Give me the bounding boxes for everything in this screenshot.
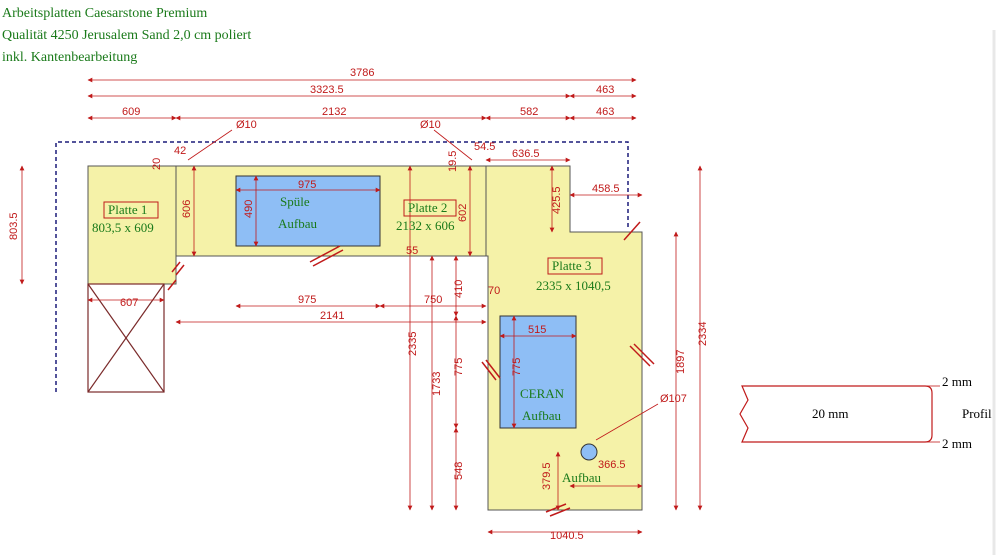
dim-548: 548 bbox=[453, 462, 465, 480]
dia-10-right: Ø10 bbox=[420, 119, 441, 131]
dim-1897: 1897 bbox=[675, 350, 687, 374]
dim-458-5: 458.5 bbox=[592, 183, 620, 195]
dim-2334: 2334 bbox=[697, 322, 709, 346]
dim-20: 20 bbox=[151, 158, 163, 170]
dim-2141: 2141 bbox=[320, 310, 344, 322]
dimension-labels: 3786 3323.5 463 609 2132 582 463 Ø10 Ø10… bbox=[8, 67, 709, 542]
dim-609: 609 bbox=[122, 106, 140, 118]
joint-markers bbox=[167, 221, 655, 517]
dia-107: Ø107 bbox=[660, 393, 687, 405]
dim-515: 515 bbox=[528, 324, 546, 336]
dim-3323: 3323.5 bbox=[310, 84, 344, 96]
sink-label-2: Aufbau bbox=[278, 216, 317, 231]
tap-hole bbox=[580, 443, 598, 461]
plate-1 bbox=[87, 165, 177, 285]
dimension-lines bbox=[19, 77, 703, 535]
wall-outline bbox=[55, 141, 629, 392]
edge-profile-detail: 2 mm 20 mm Profil 2 mm bbox=[739, 374, 992, 451]
dim-2335: 2335 bbox=[407, 332, 419, 356]
dim-55: 55 bbox=[406, 245, 418, 257]
plate-3-label: Platte 3 bbox=[552, 258, 591, 273]
plate-labels: Platte 1 803,5 x 609 Platte 2 2132 x 606… bbox=[92, 199, 611, 293]
profile-top-radius: 2 mm bbox=[942, 374, 972, 389]
plate-2-size: 2132 x 606 bbox=[396, 218, 455, 233]
dim-366-5: 366.5 bbox=[598, 459, 626, 471]
hole-label: Aufbau bbox=[562, 470, 601, 485]
dim-463-mid: 463 bbox=[596, 106, 614, 118]
cooktop-label-2: Aufbau bbox=[522, 408, 561, 423]
title-line-3: inkl. Kantenbearbeitung bbox=[2, 50, 138, 65]
profile-label: Profil bbox=[962, 406, 992, 421]
dim-1040-5: 1040.5 bbox=[550, 530, 584, 542]
dim-3786: 3786 bbox=[350, 67, 374, 79]
title-line-1: Arbeitsplatten Caesarstone Premium bbox=[2, 6, 208, 21]
dim-463-top: 463 bbox=[596, 84, 614, 96]
dim-602: 602 bbox=[457, 204, 469, 222]
dim-410: 410 bbox=[453, 280, 465, 298]
dim-425-5: 425.5 bbox=[551, 186, 563, 214]
plate-2-label: Platte 2 bbox=[408, 200, 447, 215]
dim-379-5: 379.5 bbox=[541, 462, 553, 490]
plate-1-size: 803,5 x 609 bbox=[92, 220, 154, 235]
dim-70: 70 bbox=[488, 285, 500, 297]
dim-1733: 1733 bbox=[431, 372, 443, 396]
dim-975-bottom: 975 bbox=[298, 294, 316, 306]
dim-2132: 2132 bbox=[322, 106, 346, 118]
profile-thickness: 20 mm bbox=[812, 406, 848, 421]
dim-582: 582 bbox=[520, 106, 538, 118]
dim-606: 606 bbox=[181, 200, 193, 218]
dim-19-5: 19.5 bbox=[447, 151, 459, 172]
dim-775-cooktop: 775 bbox=[511, 358, 523, 376]
profile-bottom-radius: 2 mm bbox=[942, 436, 972, 451]
dim-636-5: 636.5 bbox=[512, 148, 540, 160]
dim-975-top: 975 bbox=[298, 179, 316, 191]
dim-607: 607 bbox=[120, 297, 138, 309]
plate-1-label: Platte 1 bbox=[108, 202, 147, 217]
dim-42: 42 bbox=[174, 145, 186, 157]
dim-54-5: 54.5 bbox=[474, 141, 495, 153]
sink-label-1: Spüle bbox=[280, 194, 310, 209]
cooktop-label-1: CERAN bbox=[520, 386, 565, 401]
dim-803-5: 803.5 bbox=[8, 212, 20, 240]
dim-490: 490 bbox=[243, 200, 255, 218]
dim-750: 750 bbox=[424, 294, 442, 306]
title-line-2: Qualität 4250 Jerusalem Sand 2,0 cm poli… bbox=[2, 28, 252, 43]
cutout-labels: Spüle Aufbau CERAN Aufbau Aufbau bbox=[278, 194, 601, 485]
dim-775-left: 775 bbox=[453, 358, 465, 376]
dia-10-left: Ø10 bbox=[236, 119, 257, 131]
plate-3-size: 2335 x 1040,5 bbox=[536, 278, 611, 293]
